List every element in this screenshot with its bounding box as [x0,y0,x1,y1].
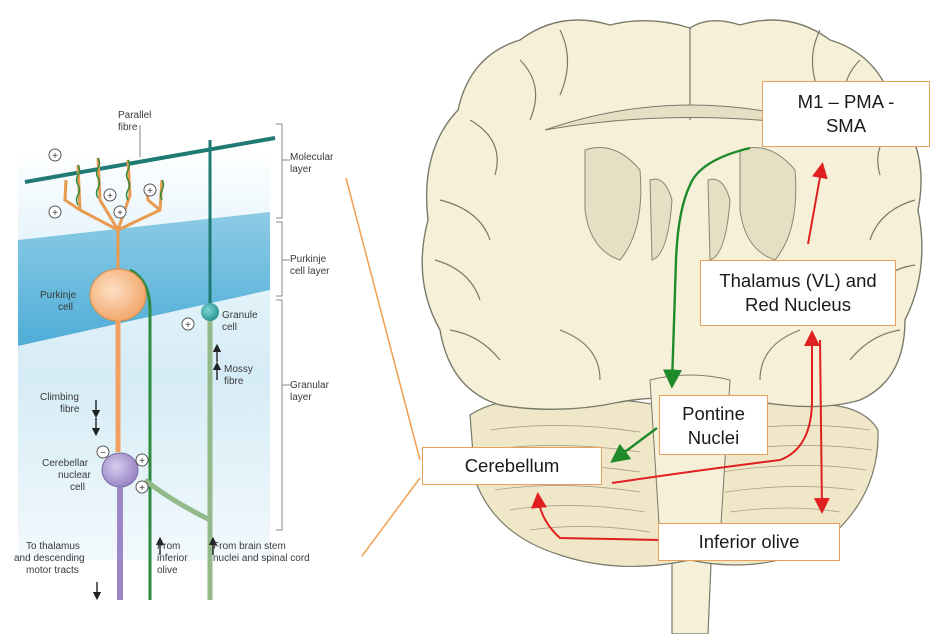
from-brain-stem-label: nuclei and spinal cord [213,553,310,564]
parallel-fibre-label: Parallel [118,110,151,121]
purkinje-cell-layer-label: cell layer [290,266,330,277]
m1-pma-sma-box: M1 – PMA - SMA [762,81,930,147]
cerebellar-nuclear-cell-label: Cerebellar [42,458,89,469]
purkinje-cell-body [90,269,146,321]
purkinje-cell-label: cell [58,302,73,313]
from-inferior-olive-label: From [157,541,180,552]
inferior-olive-box: Inferior olive [658,523,840,561]
plus-sign: + [107,191,113,202]
plus-sign: + [52,208,58,219]
plus-sign: + [139,483,145,494]
from-inferior-olive-label: inferior [157,553,188,564]
thalamus-box-line: Thalamus (VL) and [701,269,895,293]
molecular-layer-label: Molecular [290,152,334,163]
pontine-box-line: Nuclei [660,426,767,450]
granular-layer-label: layer [290,392,312,403]
pontine-nuclei-box: Pontine Nuclei [659,395,768,455]
granule-cell-label: cell [222,322,237,333]
minus-sign: − [100,448,106,459]
climbing-fibre-label: Climbing [40,392,79,403]
thalamus-box-line: Red Nucleus [701,293,895,317]
mossy-fibre-label: fibre [224,376,244,387]
purkinje-cell-layer-label: Purkinje [290,254,327,265]
parallel-fibre-label: fibre [118,122,138,133]
pontine-box-line: Pontine [660,402,767,426]
to-thalamus-label: To thalamus [26,541,80,552]
from-inferior-olive-label: olive [157,565,178,576]
cerebellum-box: Cerebellum [422,447,602,485]
to-thalamus-label: motor tracts [26,565,79,576]
thalamus-red-nucleus-box: Thalamus (VL) and Red Nucleus [700,260,896,326]
plus-sign: + [117,208,123,219]
m1-box-line: M1 – PMA - [763,90,929,114]
from-brain-stem-label: From brain stem [213,541,286,552]
cerebellar-nuclear-cell-label: nuclear [58,470,91,481]
granular-layer-label: Granular [290,380,330,391]
plus-sign: + [52,151,58,162]
mossy-fibre-label: Mossy [224,364,253,375]
cerebellar-circuit-figure: + + + + + + − + + [14,110,334,600]
m1-box-line: SMA [763,114,929,138]
zoom-connector-lines [346,178,420,556]
granule-cell-body [201,303,219,321]
plus-sign: + [147,186,153,197]
purkinje-cell-label: Purkinje [40,290,77,301]
cerebellar-nuclear-cell-body [102,453,138,487]
molecular-layer-label: layer [290,164,312,175]
climbing-fibre-label: fibre [60,404,80,415]
granule-cell-label: Granule [222,310,258,321]
cerebellar-nuclear-cell-label: cell [70,482,85,493]
to-thalamus-label: and descending [14,553,85,564]
plus-sign: + [185,320,191,331]
plus-sign: + [139,456,145,467]
